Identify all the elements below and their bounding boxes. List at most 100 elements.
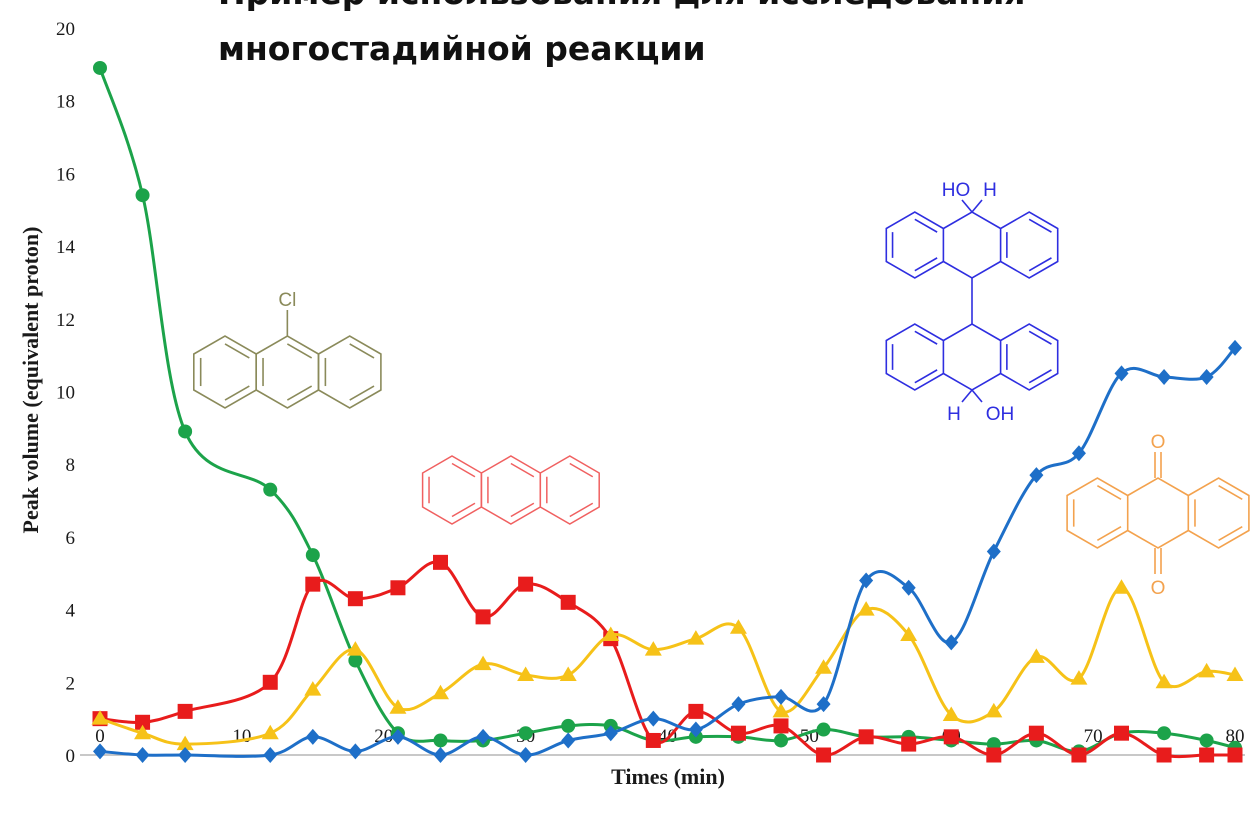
- ring: [421, 455, 483, 525]
- data-point-square: [177, 703, 193, 719]
- data-point-diamond: [178, 747, 193, 763]
- data-point-diamond: [518, 747, 533, 763]
- data-point-triangle: [1226, 666, 1244, 682]
- atom-label: H: [947, 404, 961, 425]
- data-point-triangle: [942, 706, 960, 722]
- data-point-square: [475, 609, 491, 625]
- data-point-diamond: [646, 710, 661, 727]
- ring: [480, 455, 542, 525]
- double-bond: [451, 502, 476, 518]
- y-tick-label: 18: [56, 92, 75, 113]
- data-point-circle: [1157, 726, 1172, 741]
- data-point-diamond: [561, 732, 576, 749]
- bond: [943, 323, 1001, 342]
- atom-label: O: [1151, 432, 1166, 453]
- data-point-triangle: [985, 702, 1003, 718]
- data-point-diamond: [93, 743, 107, 760]
- x-tick-label: 80: [1226, 726, 1245, 747]
- data-point-triangle: [389, 699, 407, 714]
- double-bond: [224, 343, 250, 359]
- double-bond: [1028, 257, 1052, 272]
- data-point-circle: [178, 424, 193, 439]
- data-point-circle: [816, 722, 831, 737]
- data-point-circle: [774, 733, 788, 748]
- data-point-triangle: [474, 655, 492, 671]
- data-point-diamond: [263, 747, 278, 763]
- data-point-triangle: [1070, 670, 1088, 685]
- atom-label: HO: [942, 180, 971, 201]
- title-line-1: Пример использования для исследования: [218, 0, 1026, 12]
- ring: [539, 455, 600, 525]
- double-bond: [286, 385, 313, 401]
- data-point-square: [433, 554, 448, 570]
- atom-label: H: [983, 180, 997, 201]
- data-point-circle: [518, 726, 533, 741]
- data-point-square: [943, 729, 959, 745]
- y-tick-label: 16: [56, 164, 75, 185]
- data-point-diamond: [688, 721, 703, 738]
- ring: [999, 323, 1059, 391]
- data-point-triangle: [857, 601, 875, 616]
- y-tick-label: 12: [56, 310, 75, 331]
- data-point-circle: [93, 60, 107, 75]
- bond: [961, 199, 973, 213]
- y-tick-label: 0: [66, 746, 76, 767]
- data-point-triangle: [261, 724, 279, 740]
- data-point-diamond: [1157, 368, 1172, 385]
- series-square: [92, 554, 1243, 763]
- data-point-triangle: [815, 659, 833, 674]
- data-point-triangle: [644, 641, 662, 656]
- double-bond: [224, 385, 250, 401]
- data-point-square: [1227, 747, 1243, 763]
- data-point-diamond: [476, 728, 491, 745]
- data-point-diamond: [1199, 368, 1214, 385]
- data-point-diamond: [774, 688, 788, 705]
- data-point-triangle: [1198, 662, 1216, 678]
- data-point-square: [135, 714, 151, 730]
- y-axis-title: Peak volume (equivalent proton): [18, 227, 43, 534]
- ring: [317, 335, 382, 409]
- ring: [193, 335, 258, 409]
- data-point-square: [390, 580, 406, 596]
- atom-label: O: [1151, 578, 1166, 599]
- data-point-diamond: [1071, 445, 1086, 462]
- data-point-square: [1028, 725, 1044, 741]
- series-triangle: [91, 579, 1244, 751]
- y-tick-label: 14: [56, 237, 76, 258]
- ring: [1187, 477, 1250, 549]
- ring: [1066, 477, 1129, 549]
- data-point-diamond: [816, 696, 831, 713]
- ring: [999, 211, 1059, 279]
- y-tick-label: 2: [66, 673, 76, 694]
- data-point-square: [1199, 747, 1215, 763]
- data-point-triangle: [729, 619, 747, 634]
- atom-label: OH: [986, 404, 1015, 425]
- data-point-square: [688, 703, 704, 719]
- double-bond: [1218, 525, 1243, 541]
- data-point-diamond: [348, 743, 363, 760]
- bond: [961, 389, 973, 403]
- data-point-square: [305, 576, 321, 592]
- double-bond: [349, 385, 375, 401]
- data-point-circle: [263, 482, 278, 497]
- double-bond: [1096, 485, 1122, 501]
- bond: [1127, 529, 1189, 549]
- double-bond: [569, 462, 594, 478]
- bond: [1127, 477, 1189, 497]
- data-point-square: [816, 747, 832, 763]
- bond: [943, 372, 1001, 391]
- data-point-circle: [135, 188, 150, 203]
- ring: [885, 323, 945, 391]
- data-point-triangle: [176, 735, 194, 751]
- x-tick-label: 50: [800, 726, 819, 747]
- ring: [885, 211, 945, 279]
- y-tick-label: 8: [66, 455, 76, 476]
- y-tick-label: 20: [56, 19, 75, 40]
- anthracene-structure: [421, 455, 600, 525]
- data-point-square: [901, 736, 917, 752]
- data-point-triangle: [346, 641, 364, 656]
- data-point-circle: [433, 733, 448, 748]
